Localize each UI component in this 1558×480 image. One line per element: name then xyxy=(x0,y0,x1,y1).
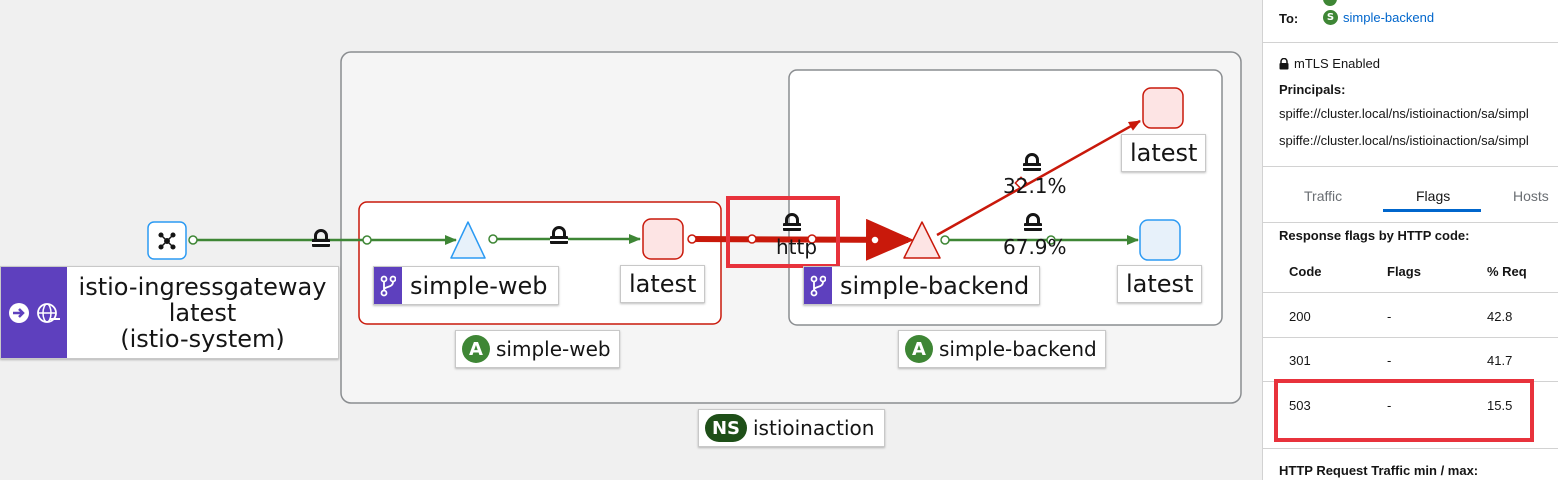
lock-icon xyxy=(783,213,801,231)
service-branch-icon xyxy=(804,267,832,304)
lock-icon xyxy=(1023,153,1041,171)
service-name: simple-web xyxy=(410,271,548,300)
namespace-label[interactable]: NS istioinaction xyxy=(698,409,886,447)
mtls-status: mTLS Enabled xyxy=(1279,56,1380,71)
workload-node-backend-latest-bottom xyxy=(1139,219,1181,261)
namespace-name: istioinaction xyxy=(753,416,875,440)
tab-flags[interactable]: Flags xyxy=(1416,188,1451,204)
tab-traffic[interactable]: Traffic xyxy=(1304,188,1343,204)
table-header-flags: Flags xyxy=(1387,264,1421,279)
active-tab-indicator xyxy=(1383,209,1481,212)
ingress-namespace: (istio-system) xyxy=(120,324,285,353)
service-branch-icon xyxy=(374,267,402,304)
app-name: simple-backend xyxy=(939,337,1097,361)
ingress-gateway-label[interactable]: istio-ingressgateway latest (istio-syste… xyxy=(0,266,339,359)
version-label-backend-bottom[interactable]: latest xyxy=(1117,265,1203,303)
version-label-web-latest[interactable]: latest xyxy=(620,265,706,303)
app-label-simple-web[interactable]: A simple-web xyxy=(455,330,620,368)
service-graph[interactable]: http 32.1% 67.9% istio-ingressgateway la… xyxy=(0,0,1262,480)
to-link[interactable]: S simple-backend xyxy=(1323,10,1434,25)
edge-percent-bottom: 67.9% xyxy=(1003,235,1067,259)
globe-icon xyxy=(37,302,60,323)
edge-details-panel: To: S simple-backend mTLS Enabled Princi… xyxy=(1262,0,1558,480)
service-label-simple-web[interactable]: simple-web xyxy=(373,266,559,305)
table-header-code: Code xyxy=(1289,264,1322,279)
service-node-simple-web xyxy=(450,221,486,259)
lock-icon xyxy=(1279,57,1289,69)
principal-source: spiffe://cluster.local/ns/istioinaction/… xyxy=(1279,106,1529,121)
ingress-name: istio-ingressgateway xyxy=(78,272,327,301)
version-label-backend-top[interactable]: latest xyxy=(1121,134,1207,172)
workload-node-backend-latest-top xyxy=(1142,87,1184,129)
edge-percent-top: 32.1% xyxy=(1003,174,1067,198)
namespace-badge-icon: NS xyxy=(705,414,747,442)
highlight-box-http-edge xyxy=(726,196,840,268)
lock-icon xyxy=(550,226,568,244)
table-header-req: % Req xyxy=(1487,264,1527,279)
to-service-name: simple-backend xyxy=(1343,10,1435,25)
edge-protocol-label: http xyxy=(776,235,818,259)
traffic-minmax-title: HTTP Request Traffic min / max: xyxy=(1279,463,1479,478)
service-node-simple-backend xyxy=(903,221,941,259)
principal-destination: spiffe://cluster.local/ns/istioinaction/… xyxy=(1279,133,1529,148)
network-icon xyxy=(158,232,176,250)
tab-hosts[interactable]: Hosts xyxy=(1513,188,1549,204)
app-badge-icon: A xyxy=(905,335,933,363)
to-label: To: xyxy=(1279,11,1299,26)
lock-icon xyxy=(312,229,330,247)
highlight-box-503-row xyxy=(1274,379,1534,442)
edge-backend-to-latest-top xyxy=(936,119,1141,237)
graph-canvas xyxy=(147,51,1242,404)
service-badge-icon: S xyxy=(1323,10,1338,25)
workload-node-simple-web-latest xyxy=(642,218,684,260)
lock-icon xyxy=(1024,213,1042,231)
ingress-version: latest xyxy=(168,298,237,327)
app-name: simple-web xyxy=(496,337,611,361)
principals-label: Principals: xyxy=(1279,82,1346,97)
flags-title: Response flags by HTTP code: xyxy=(1279,228,1470,243)
ingress-icon-panel xyxy=(1,267,67,358)
app-label-simple-backend[interactable]: A simple-backend xyxy=(898,330,1106,368)
service-label-simple-backend[interactable]: simple-backend xyxy=(803,266,1041,305)
app-badge-icon: A xyxy=(462,335,490,363)
arrow-right-circle-icon xyxy=(9,302,29,323)
service-name: simple-backend xyxy=(840,271,1030,300)
from-badge-partial xyxy=(1323,0,1337,6)
